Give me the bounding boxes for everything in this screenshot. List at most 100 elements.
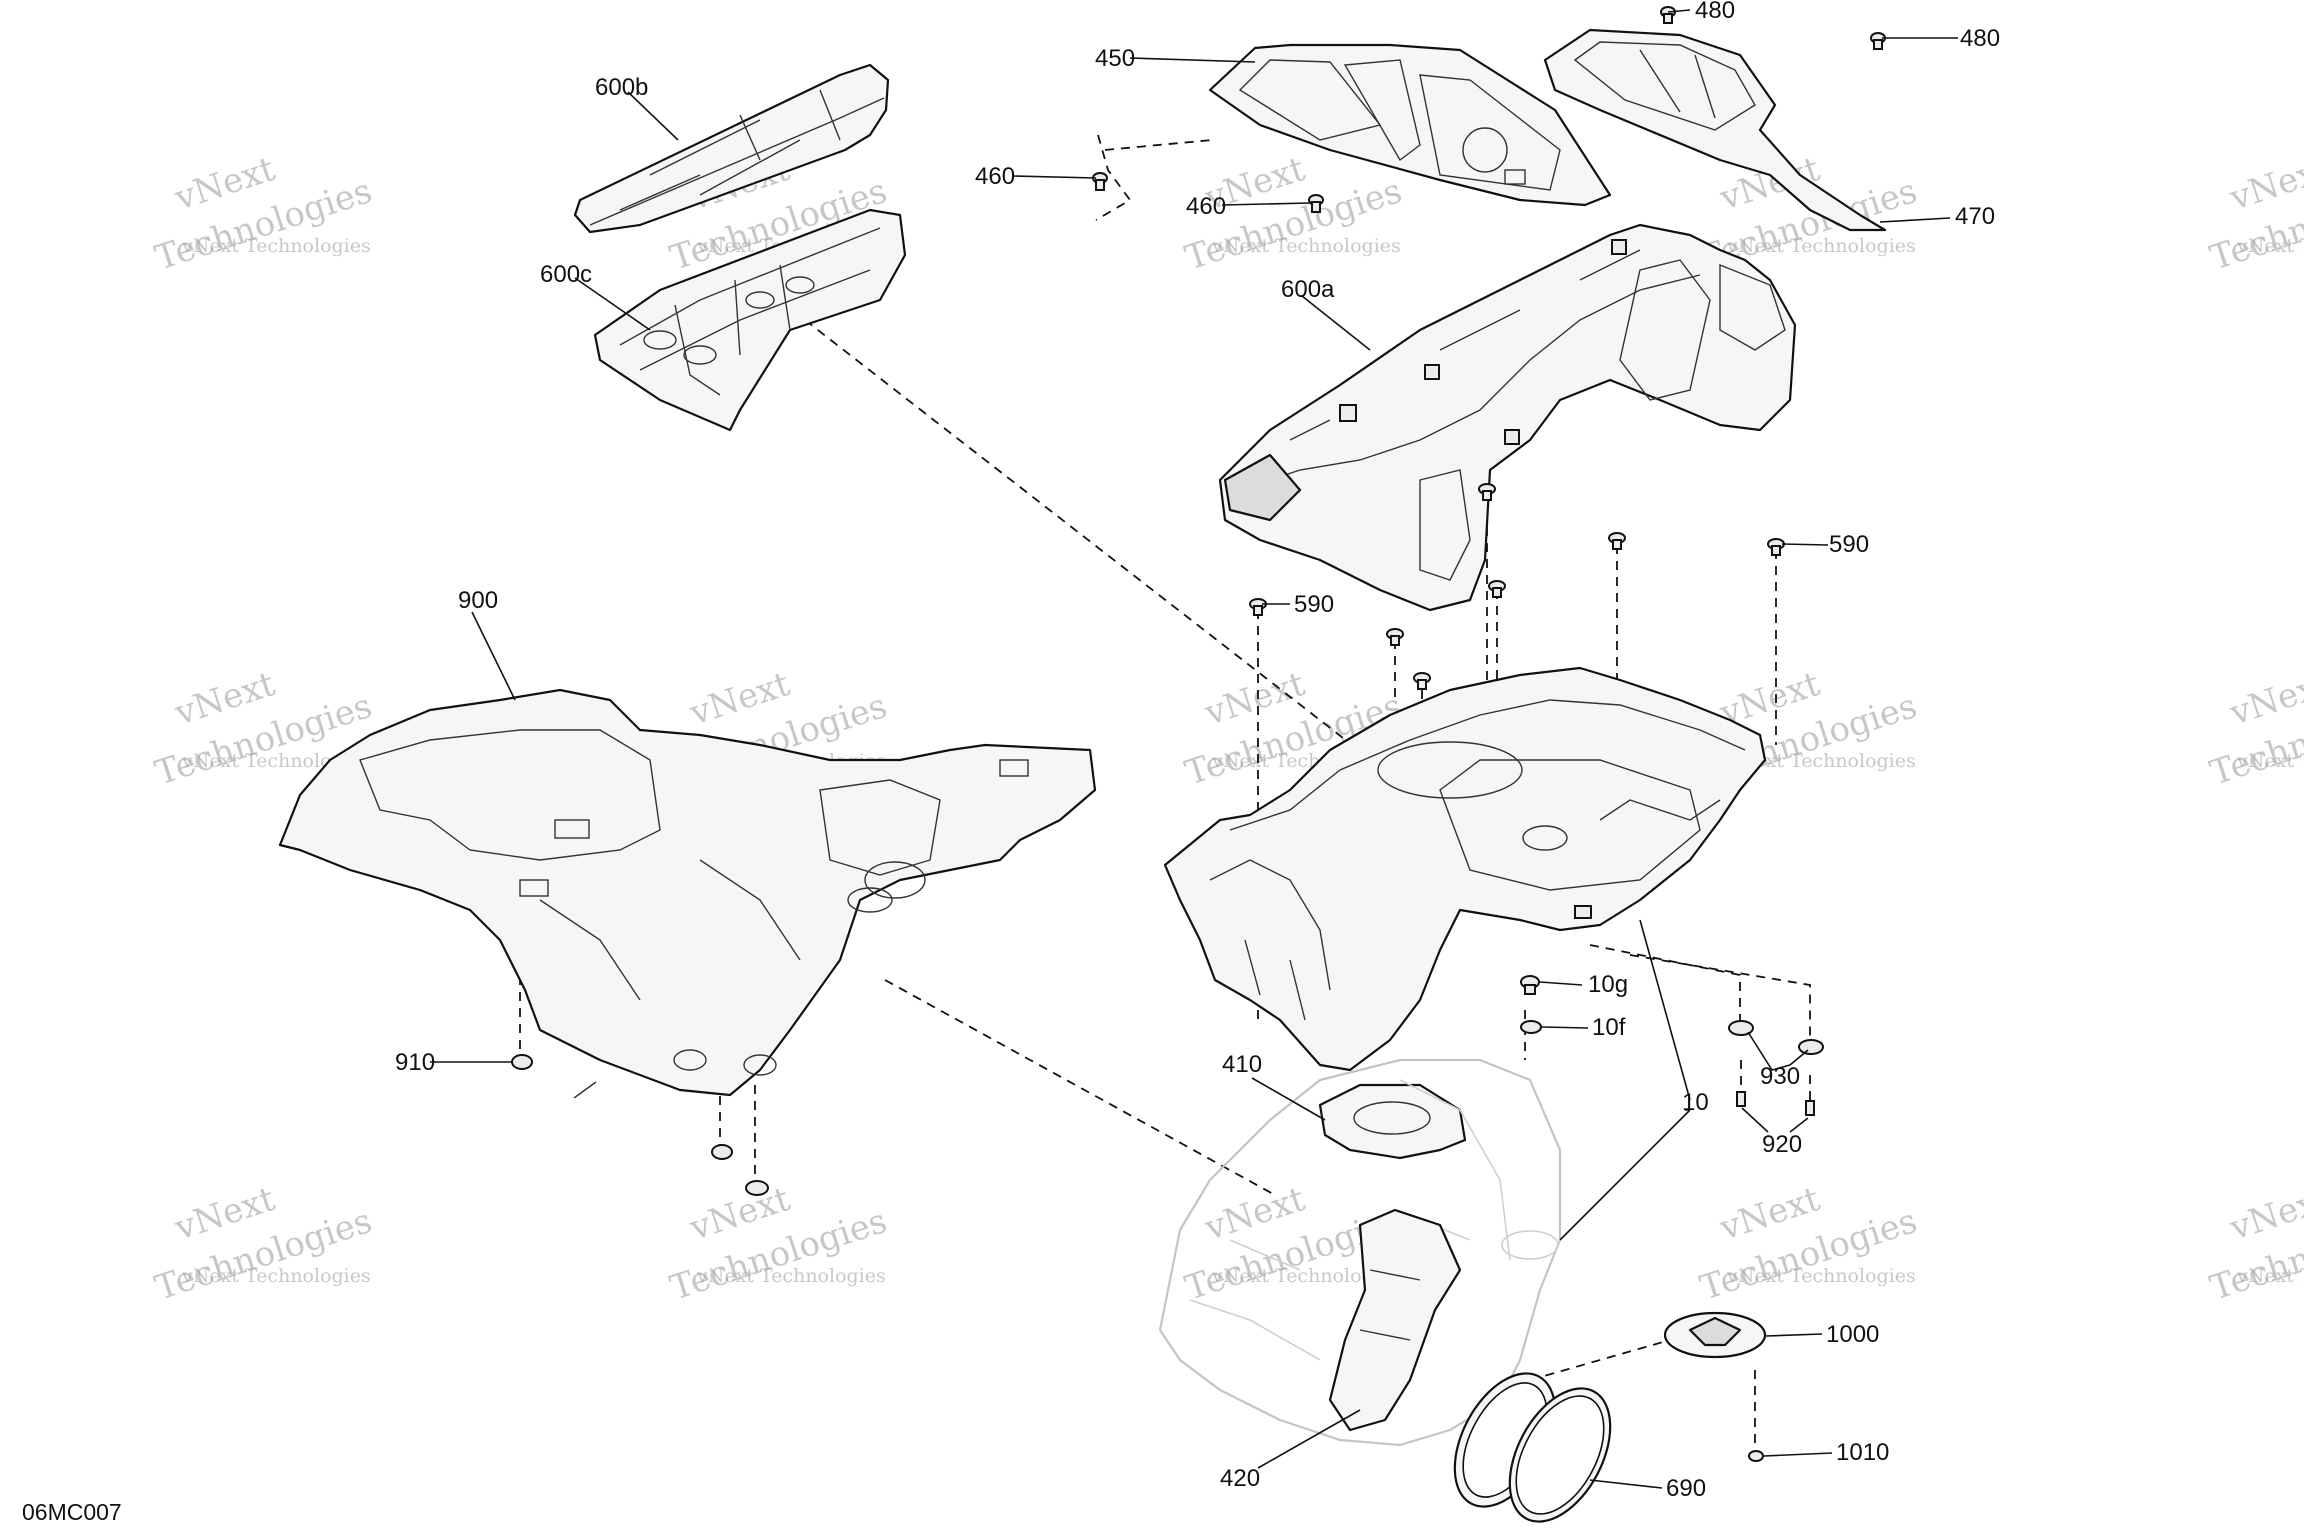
upper-body-creases bbox=[1289, 249, 1641, 441]
callout-10f: 10f bbox=[1592, 1014, 1626, 1041]
leader-10-b bbox=[1639, 919, 1691, 1101]
fasteners bbox=[511, 6, 1886, 1462]
clip-590-g bbox=[1767, 538, 1785, 556]
washer-930-b bbox=[1798, 1039, 1824, 1055]
base-cover-boss bbox=[743, 1054, 777, 1076]
duct-tube-body bbox=[1328, 1208, 1462, 1432]
funnel-opening bbox=[1353, 1101, 1431, 1135]
seat-pad-ribs bbox=[619, 119, 801, 211]
part-690-clamp-ring bbox=[1453, 1372, 1612, 1523]
clip-590-a bbox=[1249, 598, 1267, 616]
drawing-code: 06MC007 bbox=[22, 1499, 122, 1525]
assembly-line-930-2 bbox=[1629, 954, 1811, 1045]
part-10-main-body bbox=[1163, 666, 1767, 1072]
part-420-duct-tube bbox=[1328, 1208, 1462, 1432]
base-cover-boss bbox=[864, 861, 926, 899]
watermark-14: vNext Technologies vNext Technologies bbox=[1695, 1179, 1921, 1309]
part-600b-seat-pad bbox=[573, 63, 890, 234]
housing-outline bbox=[1158, 1058, 1562, 1447]
part-600c-storage-tray bbox=[593, 208, 907, 432]
assembly-line-930-1 bbox=[1589, 944, 1741, 1030]
main-body-tray bbox=[1439, 759, 1701, 891]
nut-910-c bbox=[745, 1180, 769, 1196]
upper-body-clip bbox=[1504, 429, 1520, 445]
leader-690 bbox=[1589, 1479, 1663, 1489]
part-470-side-trim bbox=[1543, 28, 1887, 232]
leader-930 bbox=[1747, 1031, 1809, 1071]
watermark-text: vNext Technologies bbox=[1726, 750, 1916, 772]
leader-1010 bbox=[1763, 1452, 1833, 1457]
callout-1000: 1000 bbox=[1826, 1321, 1879, 1348]
leader-480-a bbox=[1667, 9, 1691, 13]
watermark-text: vNext bbox=[2224, 664, 2304, 734]
assembly-line-460 bbox=[1104, 139, 1213, 151]
top-panel-window-2 bbox=[1343, 59, 1421, 162]
leader-420 bbox=[1257, 1409, 1361, 1469]
watermark-text: vNext Technologies bbox=[696, 1265, 886, 1287]
callout-470: 470 bbox=[1955, 203, 1995, 230]
top-panel-round-port bbox=[1462, 127, 1508, 173]
clip-910-strap bbox=[573, 1081, 597, 1099]
callout-labels: 450 480 480 600b 460 460 470 600c 600a 5… bbox=[395, 0, 2000, 1502]
cap-emblem bbox=[1688, 1316, 1742, 1347]
clip-590-b bbox=[1386, 628, 1404, 646]
callout-600c: 600c bbox=[540, 261, 592, 288]
callout-480-b: 480 bbox=[1960, 25, 2000, 52]
main-body-intake-opening bbox=[1377, 741, 1523, 799]
duct-tube-rings bbox=[1359, 1269, 1421, 1341]
screw-920-b bbox=[1805, 1100, 1815, 1116]
washer-930-a bbox=[1728, 1020, 1754, 1036]
seat-pad-body bbox=[573, 63, 890, 234]
callout-420: 420 bbox=[1220, 1465, 1260, 1492]
watermark-15: vNext Technologies vNext Technologies bbox=[2205, 1179, 2304, 1309]
screw-460-a bbox=[1092, 172, 1108, 191]
tray-hole bbox=[683, 345, 717, 365]
screw-480-a bbox=[1660, 6, 1676, 24]
callout-480-a: 480 bbox=[1695, 0, 1735, 24]
leader-10f bbox=[1541, 1026, 1589, 1029]
base-cover-slot bbox=[554, 819, 590, 839]
leader-10g bbox=[1539, 981, 1583, 986]
tray-rails bbox=[619, 227, 881, 371]
housing-ribs bbox=[1189, 1079, 1511, 1361]
assembly-line-450 bbox=[1095, 134, 1132, 221]
top-panel-body bbox=[1208, 43, 1612, 207]
main-body-front-ribs bbox=[1209, 859, 1331, 1021]
watermark-text: vNext Technologies bbox=[181, 1265, 371, 1287]
upper-body-lower-bracket bbox=[1419, 469, 1471, 581]
base-cover-boss bbox=[673, 1049, 707, 1071]
callout-920: 920 bbox=[1762, 1131, 1802, 1158]
callout-910: 910 bbox=[395, 1049, 435, 1076]
upper-body-shell bbox=[1218, 223, 1797, 612]
base-cover-creases bbox=[539, 859, 801, 1001]
watermark-5: vNext Technologies vNext Technologies bbox=[2205, 149, 2304, 279]
upper-body-nose-opening bbox=[1223, 453, 1302, 522]
base-cover-slot bbox=[519, 879, 549, 897]
housing-port bbox=[1501, 1230, 1559, 1260]
callout-900: 900 bbox=[458, 587, 498, 614]
leader-1000 bbox=[1765, 1333, 1823, 1337]
funnel-flange bbox=[1318, 1083, 1467, 1160]
main-body-tab bbox=[1574, 905, 1592, 919]
watermark-text: vNext bbox=[2224, 149, 2304, 219]
leader-460-a bbox=[1011, 175, 1097, 179]
screw-460-b bbox=[1308, 194, 1324, 213]
watermark-1: vNext Technologies vNext Technologies bbox=[150, 149, 376, 279]
main-body-shell bbox=[1163, 666, 1767, 1072]
clip-590-f bbox=[1608, 532, 1626, 550]
seat-pad-edge bbox=[589, 97, 885, 226]
callout-450: 450 bbox=[1095, 45, 1135, 72]
watermark-text: vNext Technologies bbox=[2236, 1265, 2304, 1287]
part-450-top-panel bbox=[1208, 43, 1612, 207]
leader-600a bbox=[1301, 295, 1371, 351]
top-panel-cavity bbox=[1419, 74, 1561, 191]
part-600a-upper-body bbox=[1218, 223, 1797, 612]
watermark-text: vNext Technologies bbox=[1211, 235, 1401, 257]
callout-590-a: 590 bbox=[1829, 531, 1869, 558]
tray-hole bbox=[745, 291, 775, 309]
part-900-base-cover bbox=[278, 688, 1097, 1097]
screw-480-b bbox=[1870, 32, 1886, 50]
tray-body bbox=[593, 208, 907, 432]
base-cover-recess bbox=[359, 729, 661, 861]
